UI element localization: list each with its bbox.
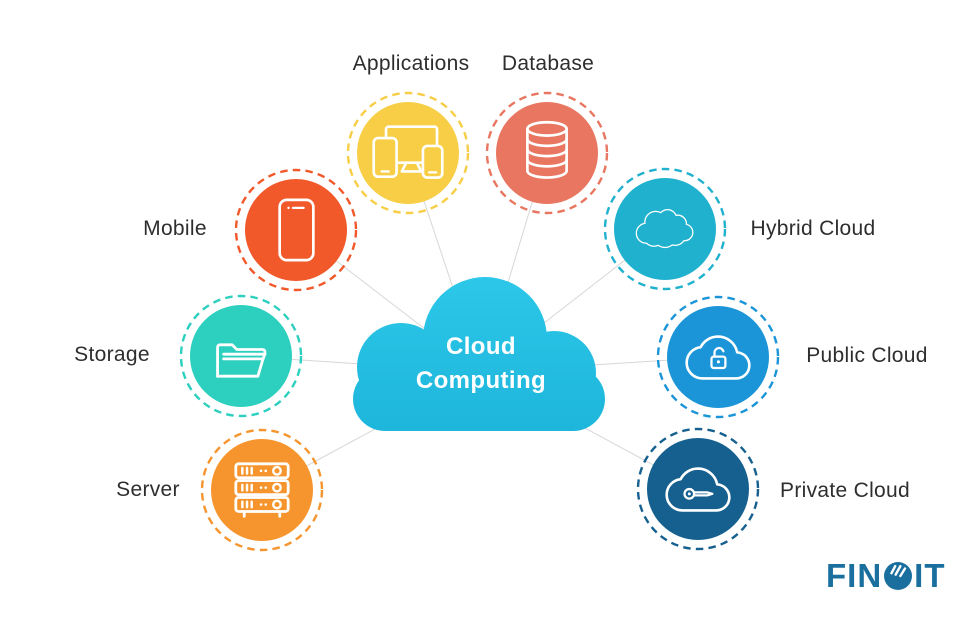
brand-logo: FIN IT bbox=[826, 557, 946, 595]
private-cloud-circle bbox=[636, 427, 760, 551]
devices-icon bbox=[372, 125, 444, 179]
mobile-circle bbox=[234, 168, 358, 292]
hybrid-cloud-icon bbox=[635, 209, 694, 249]
node-storage bbox=[179, 294, 303, 418]
label-mobile: Mobile bbox=[143, 217, 207, 240]
node-server bbox=[200, 428, 324, 552]
node-mobile bbox=[234, 168, 358, 292]
server-rack-icon bbox=[234, 462, 290, 518]
cloud-unlock-icon bbox=[685, 334, 751, 380]
cloud-key-icon bbox=[665, 466, 731, 512]
brand-o-icon bbox=[884, 562, 913, 590]
database-circle bbox=[485, 91, 609, 215]
label-database: Database bbox=[501, 52, 595, 75]
node-applications bbox=[346, 91, 470, 215]
brand-text-fin: FIN bbox=[826, 557, 883, 594]
brand-text-it: IT bbox=[914, 557, 946, 594]
node-private-cloud bbox=[636, 427, 760, 551]
node-public-cloud bbox=[656, 295, 780, 419]
storage-circle bbox=[179, 294, 303, 418]
label-private-cloud: Private Cloud bbox=[780, 479, 910, 502]
label-public-cloud: Public Cloud bbox=[806, 344, 928, 367]
center-cloud bbox=[353, 277, 605, 431]
center-cloud-title: Cloud Computing bbox=[349, 330, 613, 398]
label-hybrid-cloud: Hybrid Cloud bbox=[750, 217, 876, 240]
folder-icon bbox=[216, 342, 267, 378]
node-database bbox=[485, 91, 609, 215]
node-hybrid-cloud bbox=[603, 167, 727, 291]
database-icon bbox=[526, 120, 568, 179]
label-server: Server bbox=[116, 478, 180, 501]
label-applications: Applications bbox=[352, 52, 470, 75]
smartphone-icon bbox=[277, 198, 315, 262]
cloud-shape bbox=[353, 277, 605, 431]
label-storage: Storage bbox=[74, 343, 150, 366]
center-title-line1: Cloud bbox=[446, 333, 516, 360]
center-title-line2: Computing bbox=[415, 367, 547, 394]
